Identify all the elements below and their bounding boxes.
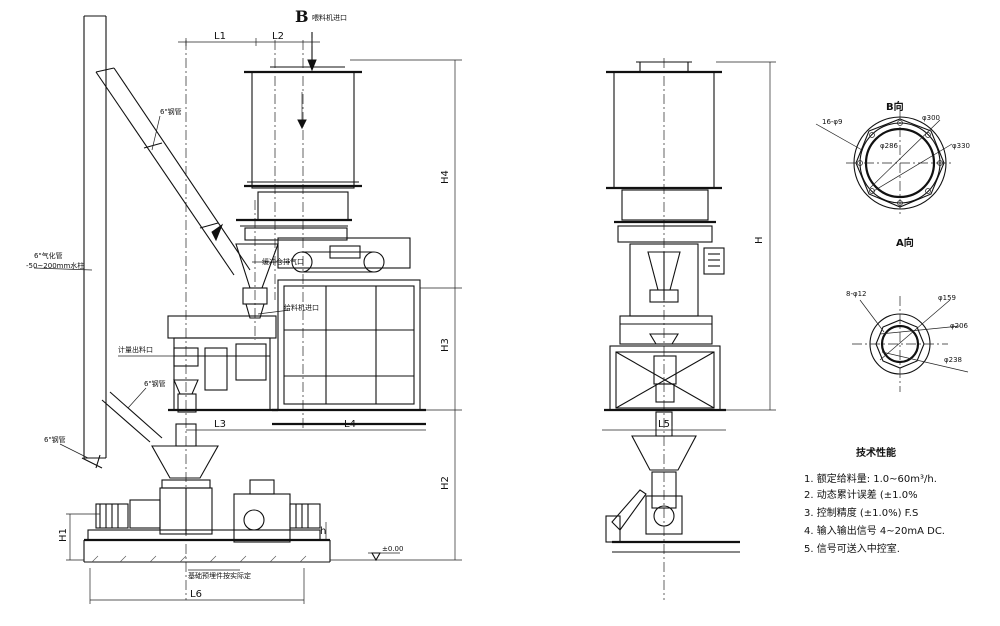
buffer-bin: [236, 70, 362, 241]
dim-label-L1: L1: [214, 31, 226, 42]
support-frame: [272, 279, 426, 426]
left-elevation-view: L1 L2 L3 L4 L6 H4 H3 H2 H1 h B 喂料机进口 6"钢…: [26, 7, 462, 604]
callout-feeder-inlet: 给料机进口: [284, 303, 319, 312]
callout-metering-outlet: 计量出料口: [118, 345, 153, 354]
dim-label-L5: L5: [658, 419, 670, 430]
callout-hopper-note: 缓冲仓排气口: [262, 257, 304, 266]
tech-title: 技术性能: [856, 446, 896, 459]
inclined-upper-pipe: [95, 67, 251, 276]
view-b-flange: B向 16-φ9 φ300 φ330 φ286: [815, 100, 970, 217]
view-a-hole-spec: 8-φ12: [846, 290, 867, 298]
rotary-feeder-assembly: [235, 237, 411, 319]
inclined-lower-pipe: [81, 391, 163, 469]
leader-lines: [33, 115, 291, 571]
dim-label-L4: L4: [344, 419, 356, 430]
tech-item-3: 3. 控制精度 (±1.0%) F.S: [804, 506, 918, 519]
callout-base-note: 基础预埋件按实际定: [188, 571, 251, 580]
view-b-dim-1: φ300: [922, 114, 940, 122]
callout-pipe-main: 6"气化管: [34, 251, 63, 260]
view-a-flange: A向 8-φ12 φ159 φ206 φ238: [846, 236, 969, 392]
dim-right-chain: [330, 59, 462, 561]
view-a-title: A向: [896, 236, 914, 249]
dim-label-H4: H4: [440, 170, 451, 184]
base-slab: [83, 529, 331, 563]
tech-item-4: 4. 输入输出信号 4~20mA DC.: [804, 524, 945, 537]
dim-label-H3: H3: [440, 338, 451, 352]
tech-item-2: 2. 动态累计误差 (±1.0%: [804, 488, 918, 501]
view-a-dim-1: φ159: [938, 294, 956, 302]
callout-pipe-lower: 6"钢管: [144, 379, 166, 388]
view-a-dim-2: φ206: [950, 322, 969, 330]
side-lower-hopper: [605, 411, 697, 543]
callout-ground-level: ±0.00: [382, 545, 403, 553]
view-b-dim-2: φ330: [952, 142, 970, 150]
view-b-hole-spec: 16-φ9: [822, 118, 843, 126]
dim-label-H2: H2: [440, 476, 451, 490]
weighing-frame: [167, 315, 278, 413]
tech-item-5: 5. 信号可送入中控室.: [804, 542, 900, 555]
view-a-dim-3: φ238: [944, 356, 962, 364]
view-b-title: B向: [886, 100, 904, 113]
dim-label-L6: L6: [190, 589, 202, 600]
callout-pipe-main-range: -50~200mm水柱: [26, 261, 84, 270]
callout-pipe-bottom: 6"钢管: [44, 435, 66, 444]
dim-label-L2: L2: [272, 31, 284, 42]
view-b-marker: B: [295, 7, 309, 26]
callout-pipe-upper: 6"钢管: [160, 107, 182, 116]
side-base: [612, 540, 740, 553]
lower-discharge-hopper: [95, 423, 321, 543]
ground-level-symbol: [368, 552, 400, 562]
technical-specs: 技术性能 1. 额定给料量: 1.0~60m³/h. 2. 动态累计误差 (±1…: [804, 446, 945, 555]
side-elevation-view: H L5: [602, 58, 776, 600]
tech-item-1: 1. 额定给料量: 1.0~60m³/h.: [804, 472, 937, 485]
side-support-frame: [604, 345, 726, 412]
side-feeder-assembly: [619, 243, 725, 345]
dim-label-H1: H1: [58, 528, 69, 542]
side-dimensions: [602, 61, 776, 434]
view-b-dim-3: φ286: [880, 142, 899, 150]
dim-bottom: [66, 429, 426, 604]
dim-label-h: h: [320, 526, 326, 537]
feeder-inlet-note: 喂料机进口: [312, 13, 347, 22]
dim-label-L3: L3: [214, 419, 226, 430]
dim-top: [178, 38, 320, 46]
dim-label-H: H: [754, 236, 765, 244]
side-buffer-bin: [606, 61, 722, 243]
